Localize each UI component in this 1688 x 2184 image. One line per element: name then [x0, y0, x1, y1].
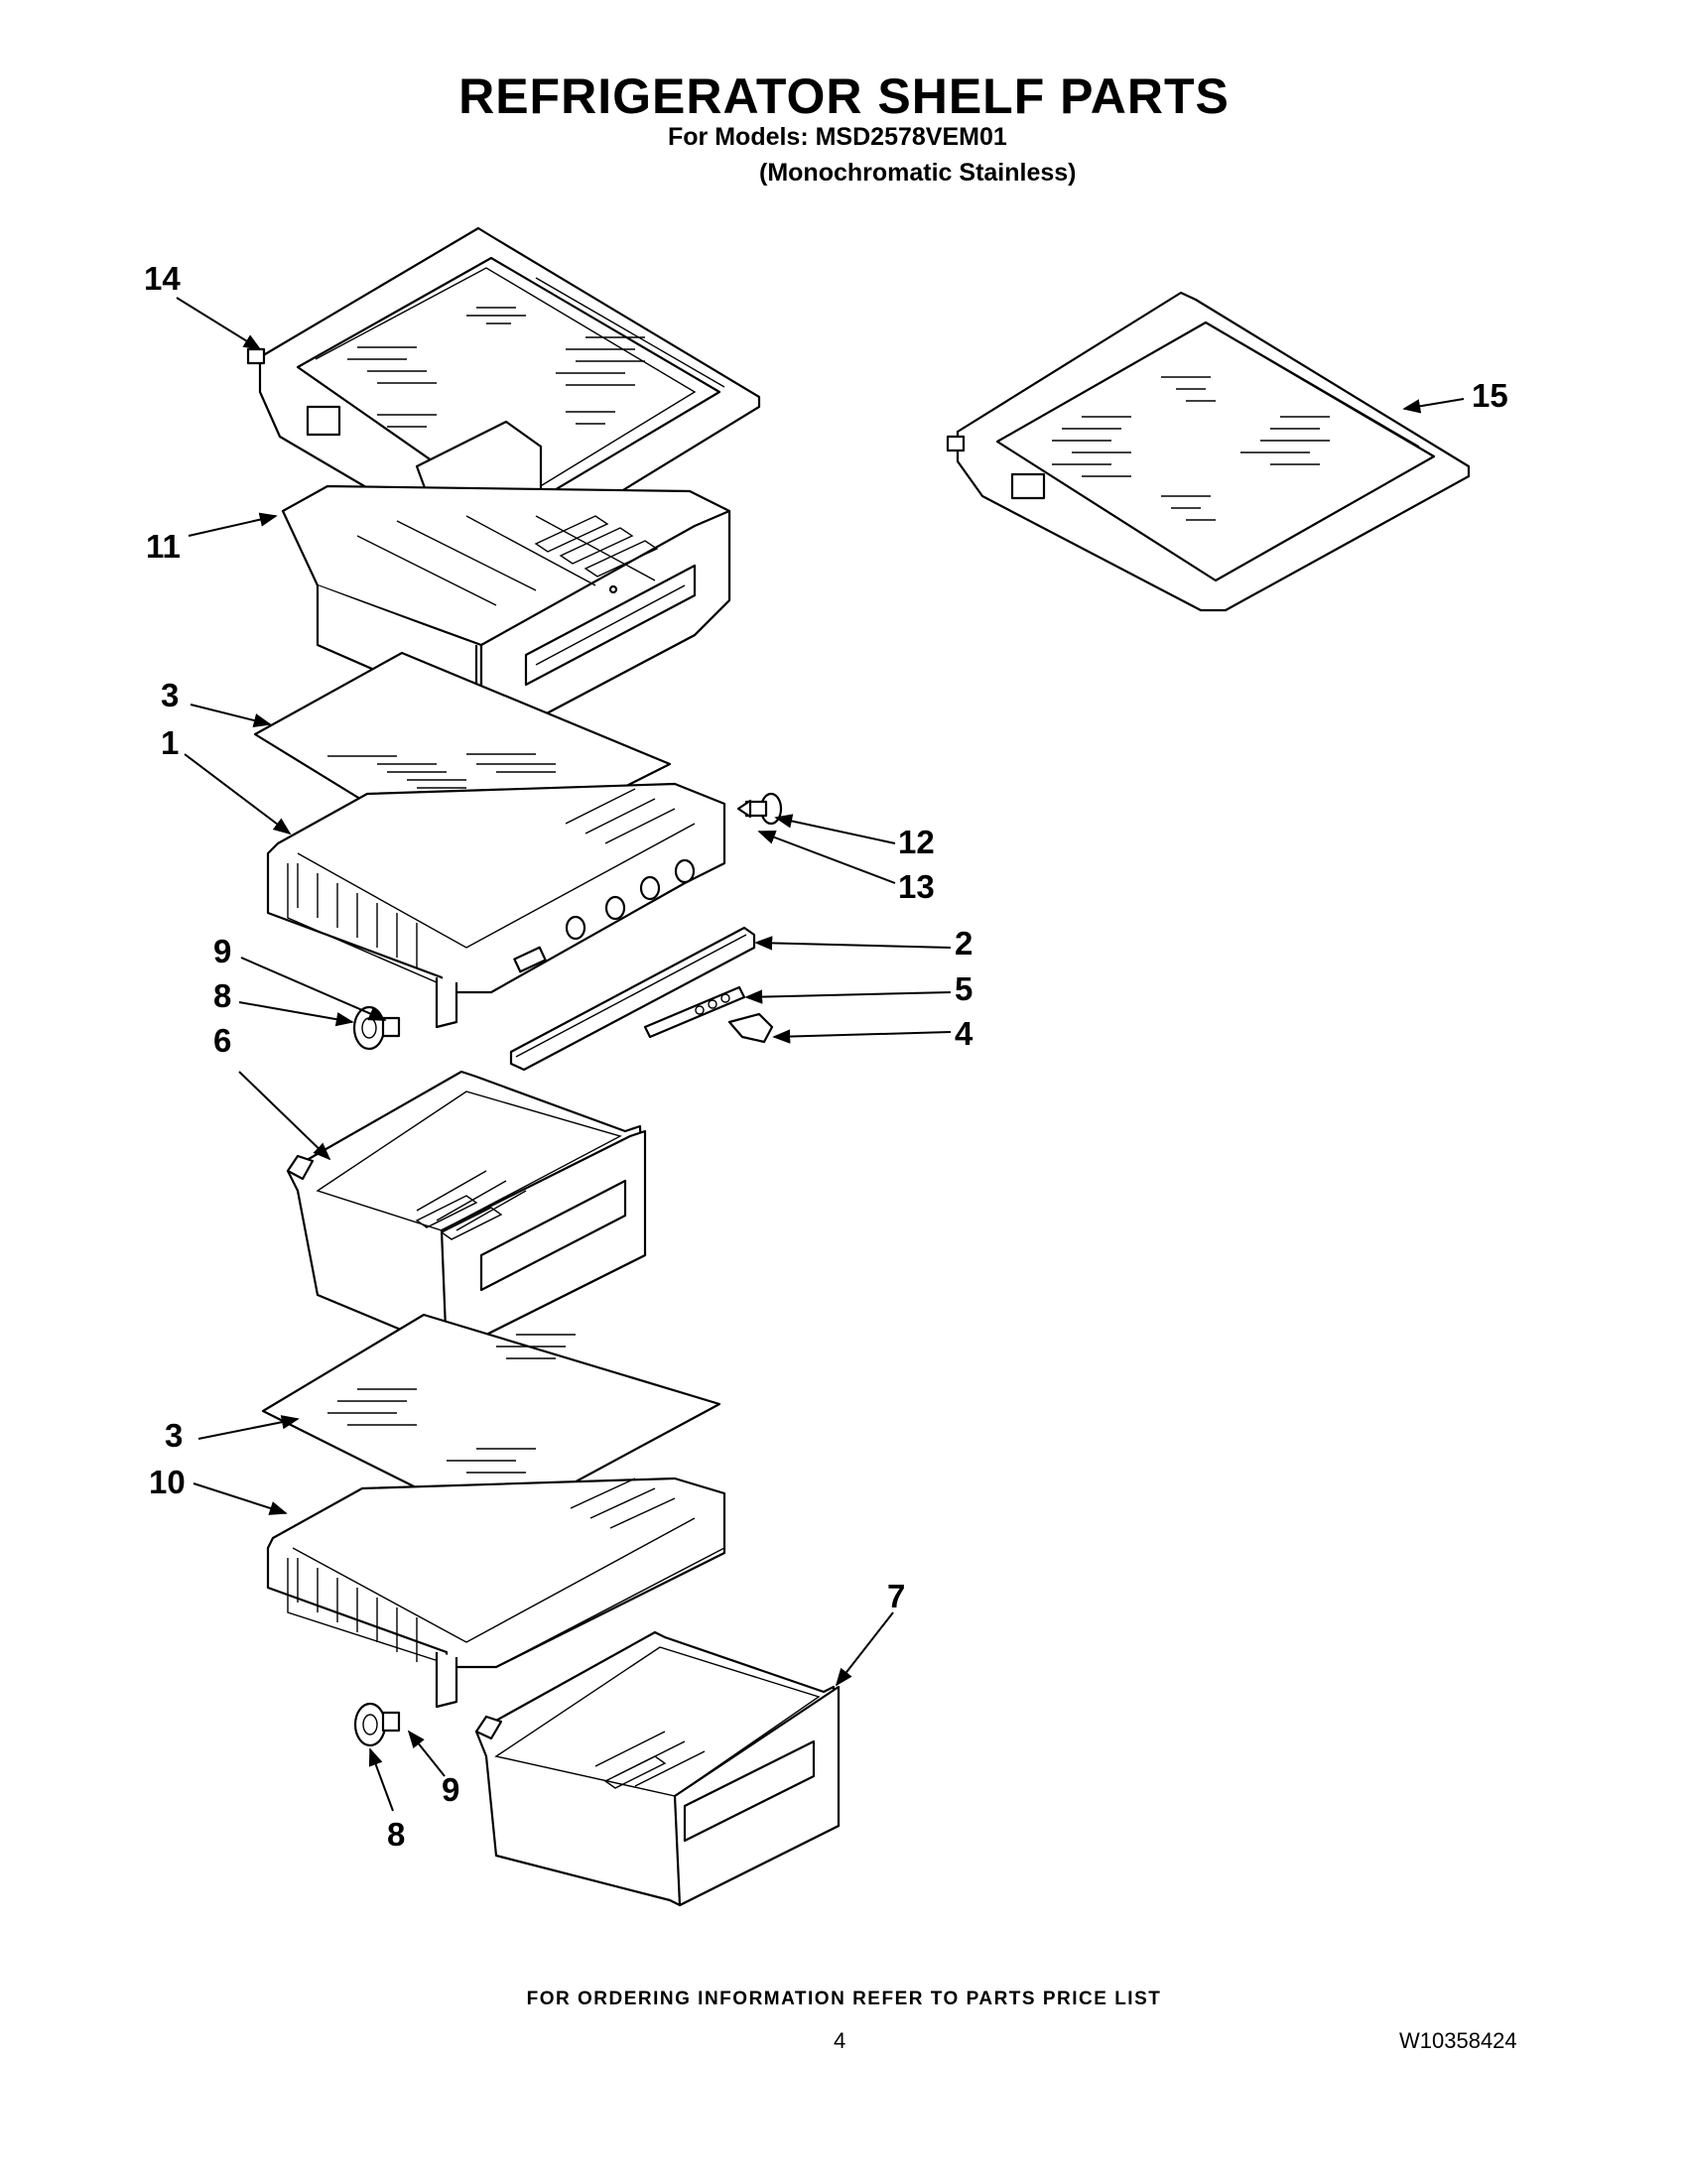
callout-1: 1 — [161, 724, 179, 761]
callout-12: 12 — [898, 824, 935, 860]
callout-3-lower: 3 — [165, 1417, 183, 1454]
callout-4: 4 — [955, 1015, 974, 1052]
callout-13: 13 — [898, 868, 935, 905]
part-6-drawer — [286, 1070, 647, 1356]
part-7-drawer — [474, 1630, 841, 1907]
callout-7: 7 — [887, 1578, 905, 1614]
page-number: 4 — [834, 2028, 846, 2053]
callout-5: 5 — [955, 970, 973, 1007]
variant-line: (Monochromatic Stainless) — [759, 159, 1077, 187]
part-1-crisper-frame — [266, 782, 726, 1029]
callout-14: 14 — [144, 260, 181, 297]
callout-11: 11 — [146, 528, 181, 565]
callout-2: 2 — [955, 925, 973, 962]
callout-8-lower: 8 — [387, 1816, 405, 1853]
part-12-13-fastener — [736, 792, 783, 826]
ordering-note: FOR ORDERING INFORMATION REFER TO PARTS … — [526, 1989, 1162, 2009]
part-5-bracket — [643, 985, 746, 1039]
callout-9-lower: 9 — [442, 1771, 459, 1808]
part-4-clip — [727, 1012, 774, 1044]
callout-15: 15 — [1472, 377, 1508, 414]
callout-labels: 14 15 11 3 1 12 13 2 5 4 9 8 6 3 10 7 9 … — [144, 260, 1508, 1853]
callout-6: 6 — [213, 1022, 231, 1059]
callout-10: 10 — [149, 1464, 186, 1500]
part-15-shelf — [946, 291, 1471, 612]
callout-8-upper: 8 — [213, 977, 231, 1014]
part-8-9-roller-lower — [353, 1702, 401, 1747]
leader-lines — [176, 297, 1465, 1812]
models-line: For Models: MSD2578VEM01 — [668, 123, 1007, 151]
part-10-crisper-frame — [266, 1477, 726, 1709]
part-3-glass-lower — [261, 1313, 721, 1528]
part-8-9-roller-upper — [352, 1005, 401, 1051]
document-number: W10358424 — [1399, 2028, 1517, 2053]
page-title: REFRIGERATOR SHELF PARTS — [458, 68, 1230, 124]
callout-3-upper: 3 — [161, 677, 179, 713]
part-2-rail — [509, 926, 756, 1072]
callout-9-upper: 9 — [213, 933, 231, 969]
